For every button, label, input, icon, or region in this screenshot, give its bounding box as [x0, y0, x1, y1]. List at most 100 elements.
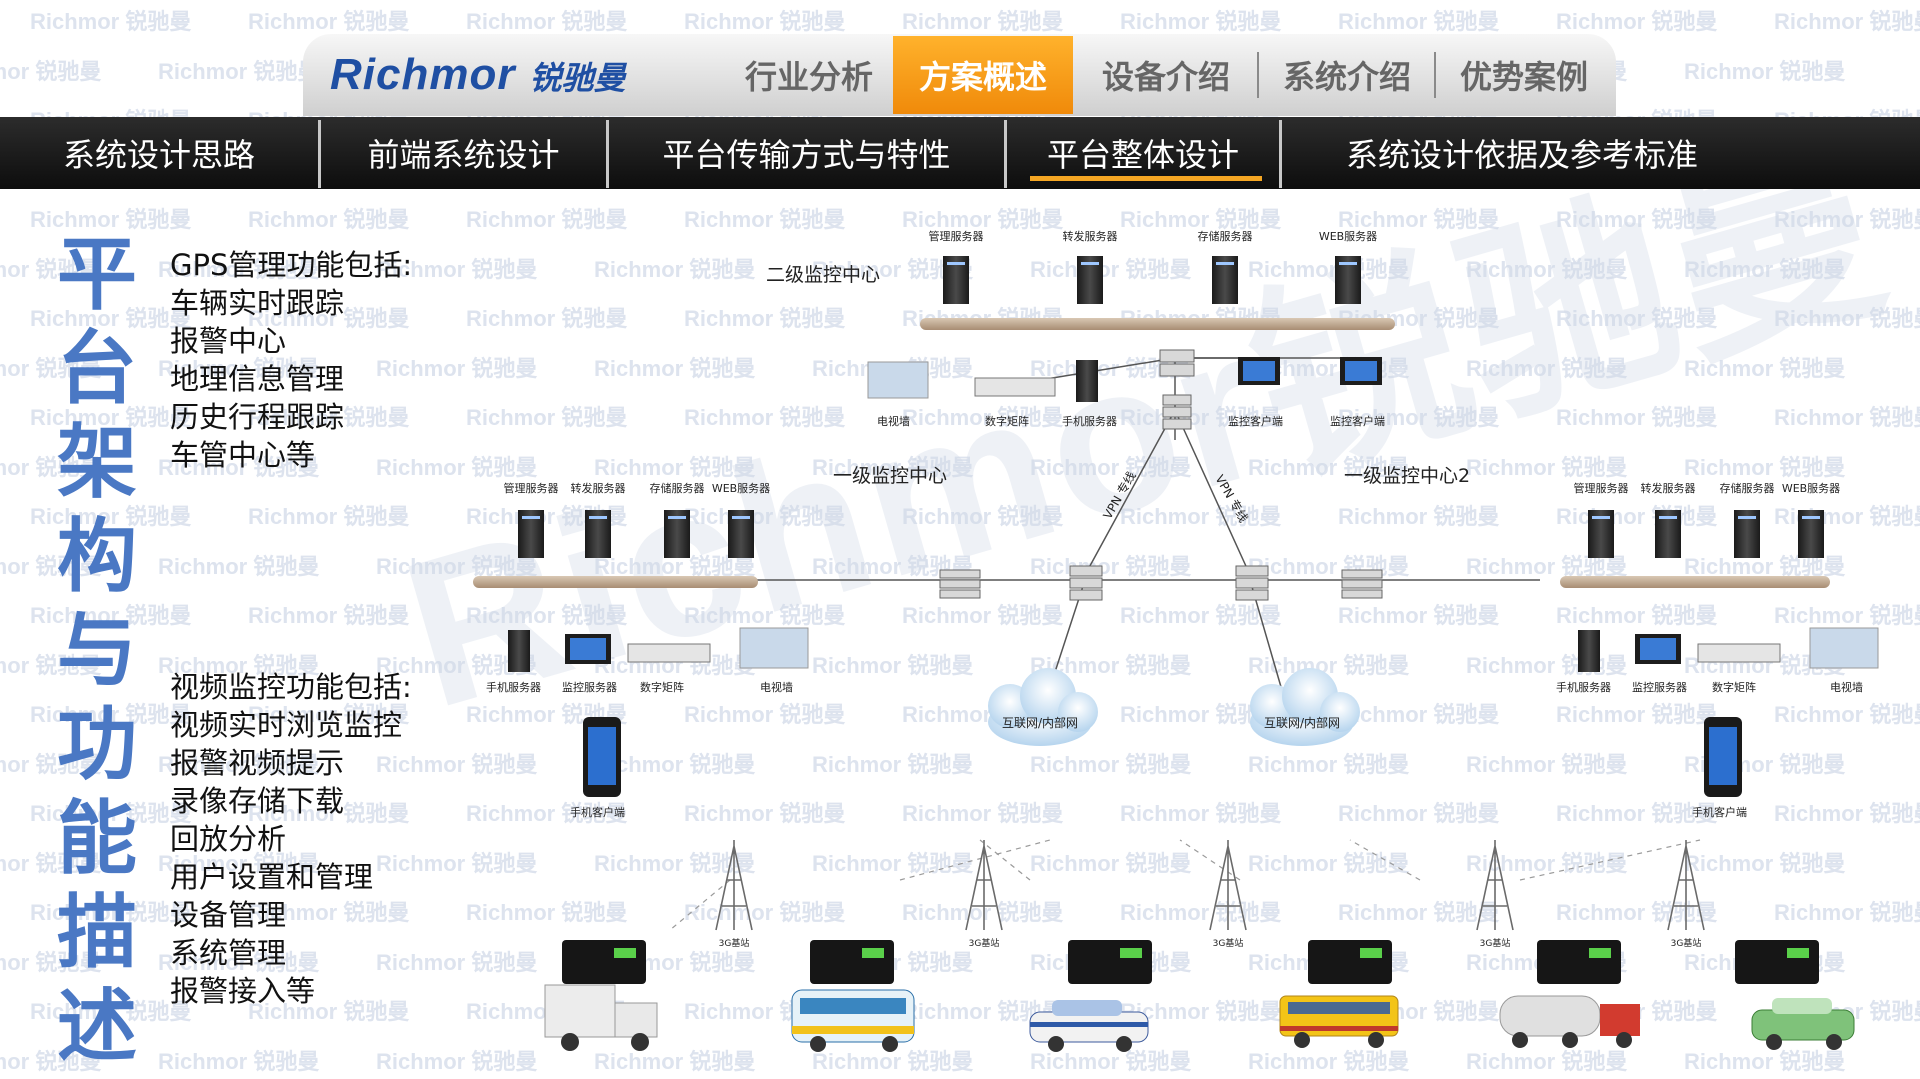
right-devices [1578, 627, 1879, 797]
server-led [947, 262, 965, 265]
title-char: 平 [57, 228, 137, 321]
dvr-icon [1537, 940, 1621, 984]
title-char: 述 [57, 980, 137, 1073]
device-label: 监控客户端 [1330, 414, 1385, 428]
dvr-icon [1308, 940, 1392, 984]
divider [1257, 52, 1259, 98]
video-feature-list: 视频监控功能包括: 视频实时浏览监控 报警视频提示 录像存储下载 回放分析 用户… [170, 668, 412, 1010]
server-label: 存储服务器 [650, 481, 705, 495]
divider [606, 120, 609, 188]
title-char: 台 [57, 322, 137, 415]
device-label: 电视墙 [877, 414, 910, 428]
list-item: 报警视频提示 [170, 746, 345, 780]
bus-icon [791, 989, 915, 1052]
list-item: 报警中心 [170, 324, 287, 358]
brand-cn: 锐驰曼 [529, 59, 626, 97]
dvr-icon [810, 940, 894, 984]
tv-wall-icon [739, 627, 809, 669]
server-led [1738, 516, 1756, 519]
list-item: 历史行程跟踪 [170, 400, 345, 434]
server-led [1802, 516, 1820, 519]
sub-tab-overall-design[interactable]: 平台整体设计 [1046, 136, 1239, 174]
title-char: 架 [57, 416, 137, 509]
title-char: 能 [57, 792, 137, 885]
tower-label: 3G基站 [1480, 937, 1511, 949]
gps-heading: GPS管理功能包括: [170, 248, 413, 282]
divider [1279, 120, 1282, 188]
police-car-icon [1029, 1000, 1149, 1052]
top-tab-solution[interactable]: 方案概述 [893, 36, 1073, 114]
tower-label: 3G基站 [1213, 937, 1244, 949]
dvr-led [1120, 948, 1142, 958]
dvr-group [562, 940, 1819, 984]
dvr-led [862, 948, 884, 958]
top-tab-industry[interactable]: 行业分析 [744, 58, 873, 96]
sub-tab-frontend[interactable]: 前端系统设计 [367, 136, 560, 174]
tv-wall-icon [1809, 627, 1879, 669]
cloud-label: 互联网/内部网 [1002, 715, 1078, 730]
dvr-icon [1735, 940, 1819, 984]
server-led [1339, 262, 1357, 265]
server-label: WEB服务器 [712, 482, 770, 495]
server-label: WEB服务器 [1782, 482, 1840, 495]
wireless-links [669, 839, 1701, 931]
tower-label: 3G基站 [969, 937, 1000, 949]
brand-name: Richmor [330, 50, 516, 99]
dvr-icon [1068, 940, 1152, 984]
list-item: 回放分析 [170, 822, 287, 856]
tanker-truck-icon [1499, 995, 1640, 1048]
server-label: 存储服务器 [1198, 229, 1253, 243]
server-led [522, 516, 540, 519]
matrix-icon [627, 643, 711, 663]
cloud-label: 互联网/内部网 [1264, 715, 1340, 730]
server-icon [1076, 360, 1098, 402]
device-label: 电视墙 [760, 680, 793, 694]
cloud-icon: 互联网/内部网 [1250, 668, 1360, 746]
list-item: 录像存储下载 [170, 784, 345, 818]
sub-tab-standards[interactable]: 系统设计依据及参考标准 [1345, 136, 1698, 174]
device-label: 数字矩阵 [640, 680, 684, 694]
device-label: 监控服务器 [562, 680, 617, 694]
top-tab-system[interactable]: 系统介绍 [1282, 58, 1411, 96]
device-label: 数字矩阵 [1712, 680, 1756, 694]
divider [1434, 52, 1436, 98]
server-led [1659, 516, 1677, 519]
top-tab-cases[interactable]: 优势案例 [1459, 58, 1588, 96]
sub-tab-design-idea[interactable]: 系统设计思路 [62, 136, 255, 174]
school-bus-icon [1279, 995, 1399, 1048]
tower-icon [965, 840, 1003, 931]
left-devices [508, 627, 809, 797]
taxi-icon [1751, 998, 1855, 1050]
device-label: 监控服务器 [1632, 680, 1687, 694]
device-label: 手机客户端 [1692, 805, 1747, 819]
tower-icon [1667, 840, 1705, 931]
server-led [1592, 516, 1610, 519]
server-label: 管理服务器 [1574, 481, 1629, 495]
server-led [1216, 262, 1234, 265]
left-center-title: 一级监控中心 [833, 465, 947, 487]
dvr-led [1589, 948, 1611, 958]
device-label: 监控客户端 [1228, 414, 1283, 428]
server-icon [508, 630, 530, 672]
server-label: 存储服务器 [1720, 481, 1775, 495]
top-tab-devices[interactable]: 设备介绍 [1101, 58, 1230, 96]
divider [1004, 120, 1007, 188]
sub-tab-transmission[interactable]: 平台传输方式与特性 [662, 136, 951, 174]
active-tab-underline [1030, 176, 1262, 181]
gps-feature-list: GPS管理功能包括: 车辆实时跟踪 报警中心 地理信息管理 历史行程跟踪 车管中… [170, 246, 412, 474]
server-led [589, 516, 607, 519]
tower-icon [1209, 840, 1247, 931]
list-item: 车管中心等 [170, 438, 316, 472]
server-label: 转发服务器 [571, 481, 626, 495]
bus-bar-right [1560, 576, 1830, 588]
video-heading: 视频监控功能包括: [170, 670, 412, 704]
server-led [668, 516, 686, 519]
device-label: 数字矩阵 [985, 414, 1029, 428]
brand-logo[interactable]: Richmor 锐驰曼 [330, 50, 626, 106]
tower-label: 3G基站 [719, 937, 750, 949]
list-item: 系统管理 [170, 936, 287, 970]
